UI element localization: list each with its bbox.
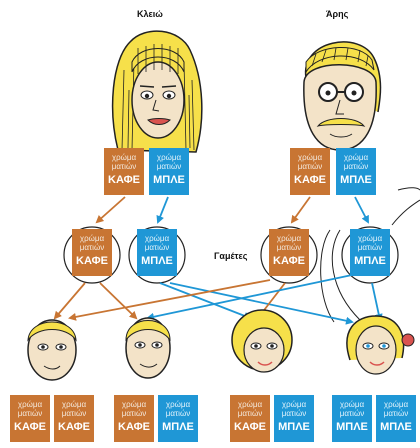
allele-line1: χρώμα: [61, 400, 87, 409]
allele-line2: ματιών: [156, 162, 182, 171]
allele-value: ΚΑΦΕ: [58, 421, 90, 433]
allele-line1: χρώμα: [276, 234, 302, 243]
allele-value: ΚΑΦΕ: [108, 174, 140, 186]
allele-line2: ματιών: [281, 409, 307, 418]
gamete-mother-brown: χρώμα ματιών ΚΑΦΕ: [72, 229, 112, 276]
allele-line2: ματιών: [276, 243, 302, 252]
gamete-circle-mother-blue: [128, 226, 186, 284]
allele-value: ΚΑΦΕ: [118, 421, 150, 433]
allele-line2: ματιών: [111, 162, 137, 171]
child-4-allele-2: χρώμα ματιών ΜΠΛΕ: [376, 395, 416, 442]
allele-line2: ματιών: [297, 162, 323, 171]
allele-value: ΜΠΛΕ: [153, 174, 185, 186]
gametes-label: Γαμέτες: [214, 251, 248, 261]
allele-line2: ματιών: [61, 409, 87, 418]
allele-line1: χρώμα: [357, 234, 383, 243]
allele-value: ΜΠΛΕ: [141, 255, 173, 267]
child-2-allele-1: χρώμα ματιών ΚΑΦΕ: [114, 395, 154, 442]
gamete-circle-father-brown: [260, 226, 318, 284]
child-4-portrait: [346, 315, 415, 375]
allele-line1: χρώμα: [165, 400, 191, 409]
child-2-portrait: [125, 317, 171, 379]
mother-name: Κλειώ: [137, 9, 163, 19]
allele-value: ΜΠΛΕ: [278, 421, 310, 433]
allele-line2: ματιών: [144, 243, 170, 252]
allele-line1: χρώμα: [383, 400, 409, 409]
father-portrait: [303, 41, 382, 151]
allele-line2: ματιών: [121, 409, 147, 418]
gamete-father-brown: χρώμα ματιών ΚΑΦΕ: [269, 229, 309, 276]
gamete-father-blue: χρώμα ματιών ΜΠΛΕ: [350, 229, 390, 276]
allele-line1: χρώμα: [156, 153, 182, 162]
allele-value: ΜΠΛΕ: [340, 174, 372, 186]
allele-value: ΚΑΦΕ: [76, 255, 108, 267]
allele-line2: ματιών: [165, 409, 191, 418]
mother-portrait: [111, 30, 203, 153]
allele-line1: χρώμα: [237, 400, 263, 409]
allele-value: ΚΑΦΕ: [14, 421, 46, 433]
allele-value: ΜΠΛΕ: [354, 255, 386, 267]
allele-line1: χρώμα: [297, 153, 323, 162]
child-2-allele-2: χρώμα ματιών ΜΠΛΕ: [158, 395, 198, 442]
allele-value: ΚΑΦΕ: [294, 174, 326, 186]
allele-line1: χρώμα: [343, 153, 369, 162]
allele-line1: χρώμα: [17, 400, 43, 409]
allele-value: ΜΠΛΕ: [336, 421, 368, 433]
mother-allele-brown: χρώμα ματιών ΚΑΦΕ: [104, 148, 144, 195]
child-4-allele-1: χρώμα ματιών ΜΠΛΕ: [332, 395, 372, 442]
allele-line2: ματιών: [383, 409, 409, 418]
allele-value: ΜΠΛΕ: [380, 421, 412, 433]
allele-line1: χρώμα: [121, 400, 147, 409]
mother-allele-blue: χρώμα ματιών ΜΠΛΕ: [149, 148, 189, 195]
allele-line1: χρώμα: [111, 153, 137, 162]
father-allele-brown: χρώμα ματιών ΚΑΦΕ: [290, 148, 330, 195]
allele-line2: ματιών: [237, 409, 263, 418]
allele-value: ΚΑΦΕ: [273, 255, 305, 267]
allele-value: ΜΠΛΕ: [162, 421, 194, 433]
father-name: Άρης: [326, 9, 349, 19]
child-1-allele-2: χρώμα ματιών ΚΑΦΕ: [54, 395, 94, 442]
allele-line1: χρώμα: [144, 234, 170, 243]
child-3-allele-2: χρώμα ματιών ΜΠΛΕ: [274, 395, 314, 442]
allele-line2: ματιών: [339, 409, 365, 418]
child-3-allele-1: χρώμα ματιών ΚΑΦΕ: [230, 395, 270, 442]
child-1-portrait: [27, 319, 77, 381]
gamete-circle-mother-brown: [63, 226, 121, 284]
allele-line2: ματιών: [79, 243, 105, 252]
allele-line1: χρώμα: [339, 400, 365, 409]
allele-line2: ματιών: [17, 409, 43, 418]
allele-line2: ματιών: [357, 243, 383, 252]
child-1-allele-1: χρώμα ματιών ΚΑΦΕ: [10, 395, 50, 442]
allele-line1: χρώμα: [79, 234, 105, 243]
allele-line1: χρώμα: [281, 400, 307, 409]
gamete-circle-father-blue: [341, 226, 399, 284]
gamete-mother-blue: χρώμα ματιών ΜΠΛΕ: [137, 229, 177, 276]
child-3-portrait: [231, 309, 293, 373]
allele-line2: ματιών: [343, 162, 369, 171]
allele-value: ΚΑΦΕ: [234, 421, 266, 433]
father-allele-blue: χρώμα ματιών ΜΠΛΕ: [336, 148, 376, 195]
